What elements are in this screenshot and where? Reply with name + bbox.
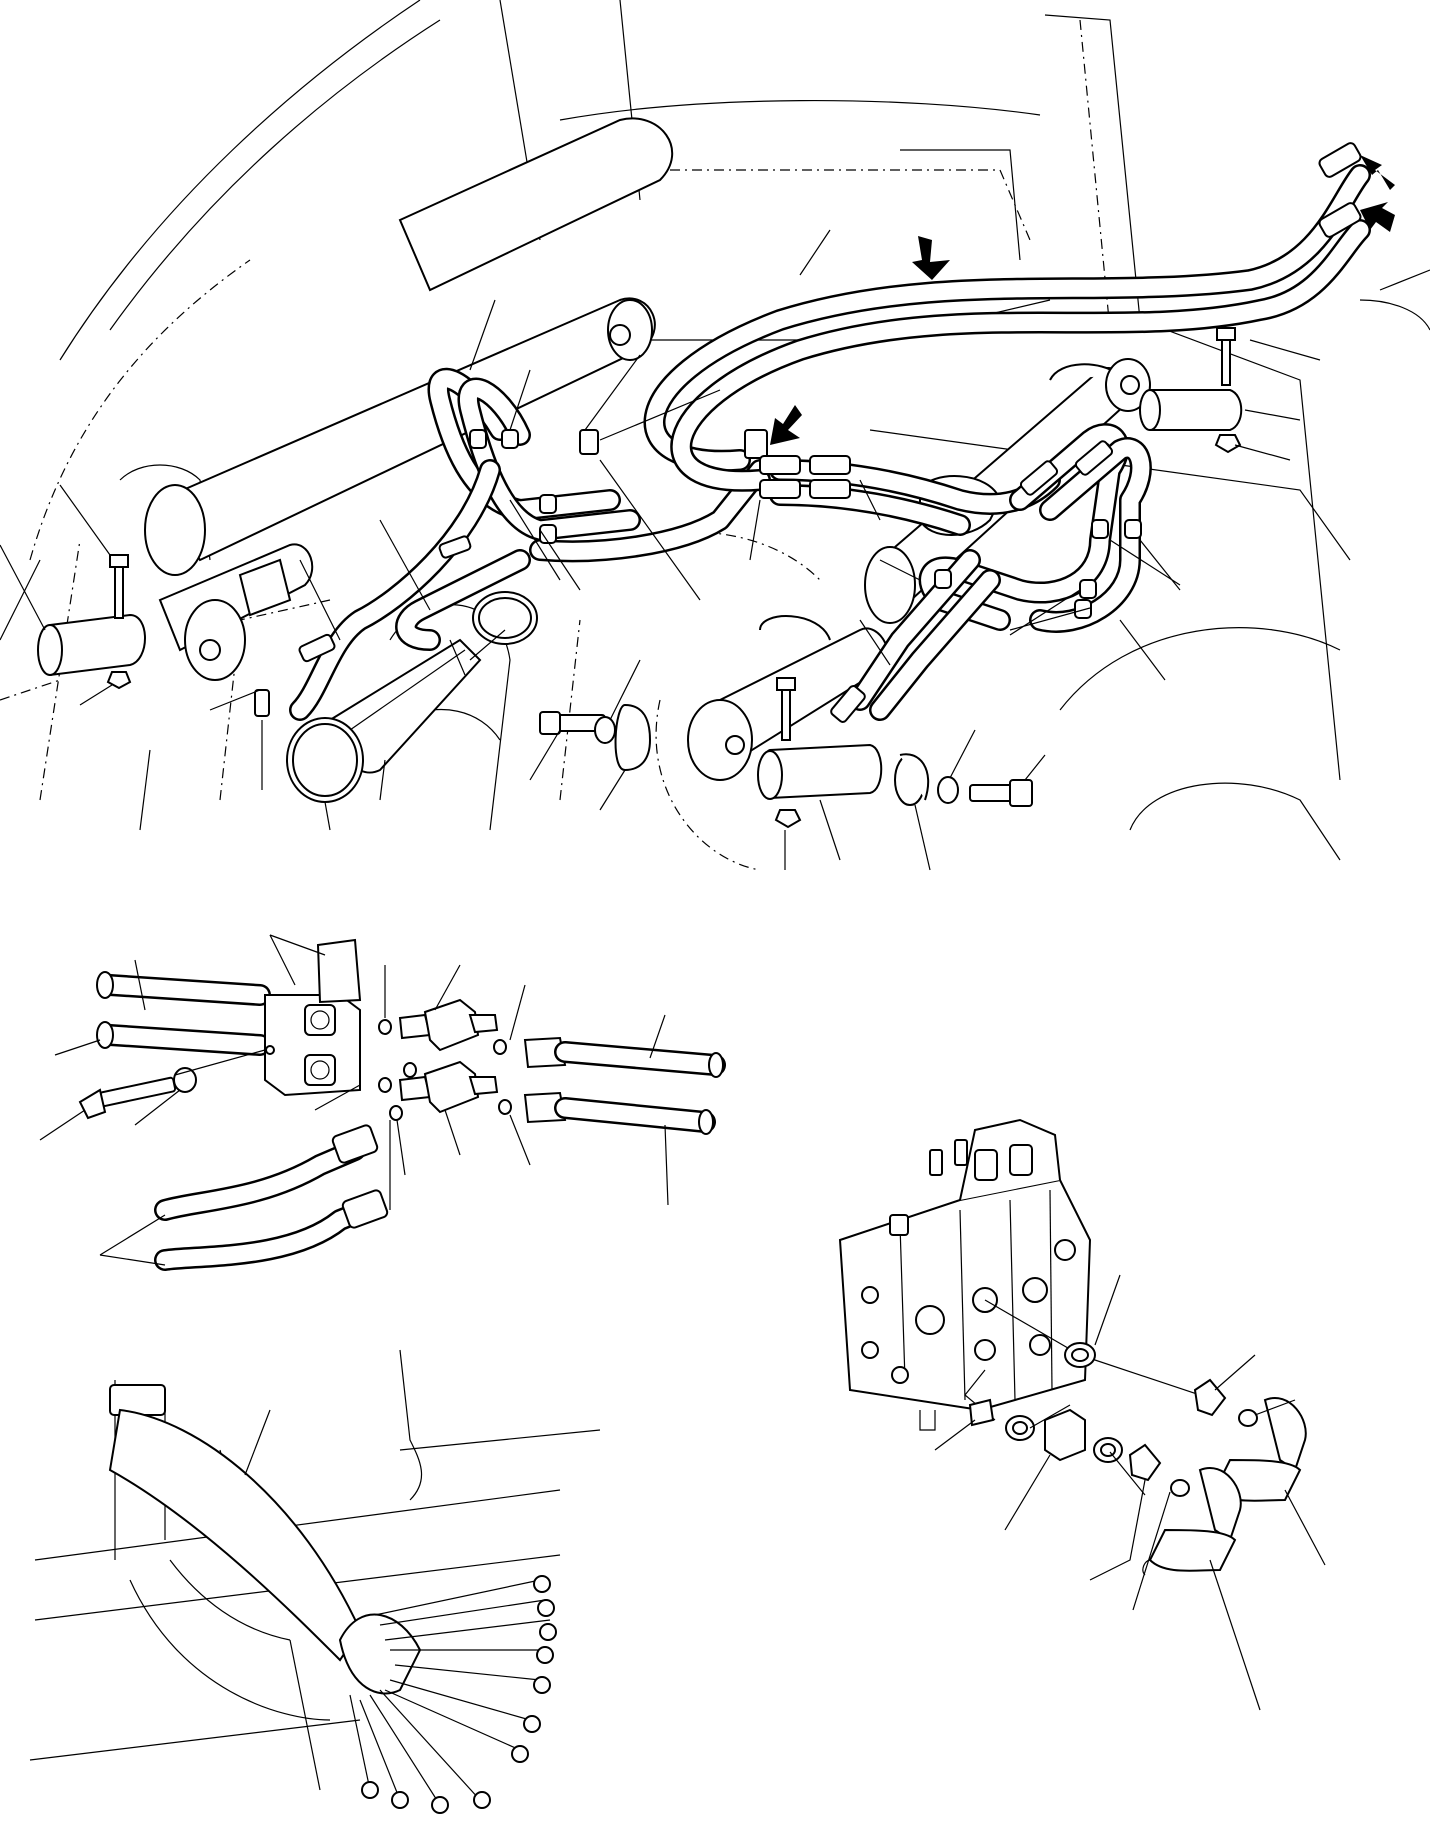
control-valve-detail bbox=[838, 1118, 1326, 1711]
pins-bolts bbox=[37, 327, 1243, 829]
flow-arrows bbox=[770, 155, 1395, 445]
lift-cylinder bbox=[144, 117, 674, 576]
main-hose-pair bbox=[643, 164, 1371, 492]
hose-bundle-left bbox=[289, 367, 771, 721]
hose-block-detail bbox=[39, 934, 726, 1271]
flow-arrow-icon bbox=[770, 405, 802, 445]
flow-arrow-icon bbox=[1360, 155, 1395, 190]
machine-frame bbox=[0, 0, 1430, 871]
flow-arrow-icon bbox=[1360, 202, 1395, 232]
flow-arrow-icon bbox=[912, 236, 950, 280]
hose-sleeve-detail bbox=[29, 1349, 601, 1814]
leader-lines bbox=[0, 229, 1321, 871]
hose-clamps bbox=[469, 429, 1142, 619]
main-assembly-view bbox=[0, 0, 1430, 871]
band-clamps bbox=[286, 591, 538, 803]
hose-fittings bbox=[254, 142, 1362, 723]
cylinder-rod-end bbox=[158, 543, 314, 681]
